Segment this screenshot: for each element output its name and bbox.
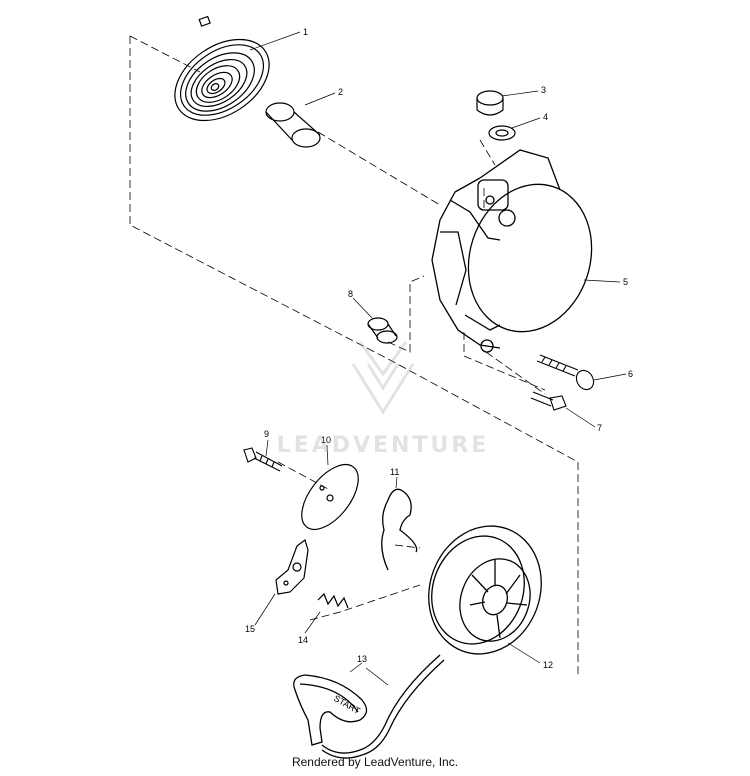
callout-12: 12	[543, 660, 553, 670]
washer-part-4	[488, 125, 516, 141]
spring-part-14	[317, 592, 349, 609]
callout-8: 8	[348, 289, 353, 299]
pulley-part-12	[428, 525, 542, 655]
leader-lines	[249, 31, 627, 686]
recoil-spring-part-1	[174, 15, 270, 122]
callout-13: 13	[357, 654, 367, 664]
watermark: LEADVENTURE	[277, 341, 490, 458]
callout-15: 15	[245, 624, 255, 634]
callout-2: 2	[338, 87, 343, 97]
callout-3: 3	[541, 85, 546, 95]
assembly-lines	[129, 35, 579, 675]
collar-part-8	[367, 317, 398, 344]
callout-7: 7	[597, 423, 602, 433]
callout-6: 6	[628, 369, 633, 379]
ratchet-pawl-part-15	[275, 539, 309, 595]
callout-5: 5	[623, 277, 628, 287]
bushing-part-2	[265, 102, 321, 148]
callout-numbers: 1 2 3 4 5 6 7 8 9 10 11 12 13 14 15	[245, 27, 633, 670]
pin-part-6	[536, 354, 595, 391]
friction-plate-part-10	[301, 464, 359, 530]
footer-credit: Rendered by LeadVenture, Inc.	[291, 755, 459, 769]
clip-spring-part-11	[381, 488, 418, 571]
plug-part-3	[476, 90, 504, 116]
callout-11: 11	[390, 467, 399, 477]
starter-housing-part-5	[431, 149, 593, 353]
callout-1: 1	[303, 27, 308, 37]
callout-4: 4	[543, 112, 548, 122]
callout-10: 10	[321, 435, 331, 445]
screw-part-9	[243, 447, 283, 472]
callout-14: 14	[298, 635, 308, 645]
callout-9: 9	[264, 429, 269, 439]
watermark-brand: LEADVENTURE	[277, 433, 490, 458]
bolt-part-7	[530, 391, 567, 411]
leadventure-logo-icon	[351, 341, 415, 415]
